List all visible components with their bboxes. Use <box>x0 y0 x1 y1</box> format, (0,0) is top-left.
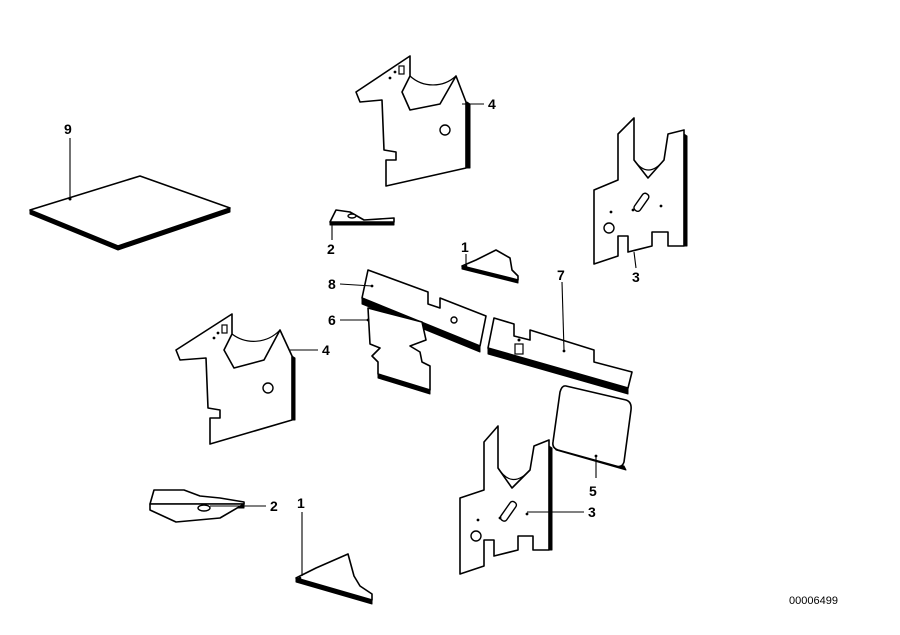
callout-3-top: 3 <box>632 269 640 285</box>
callout-8: 8 <box>328 276 336 292</box>
part-2-bottom-bracket <box>149 489 245 523</box>
part-3-top-plate <box>593 117 688 265</box>
part-4-left-panel <box>175 313 296 445</box>
callout-7: 7 <box>557 267 565 283</box>
callout-1-mid: 1 <box>461 239 469 255</box>
part-5-panel <box>552 385 632 471</box>
leader-lines <box>69 103 637 576</box>
callout-2-bottom: 2 <box>270 498 278 514</box>
callout-labels: 9 4 2 1 3 8 7 6 4 5 3 2 1 <box>64 96 640 520</box>
part-1-mid-plate <box>461 249 519 284</box>
part-9-mat <box>29 175 231 251</box>
callout-1-bottom: 1 <box>297 495 305 511</box>
part-7-strip <box>487 317 633 395</box>
part-6-plate <box>366 307 431 395</box>
callout-5: 5 <box>589 483 597 499</box>
diagram-id: 00006499 <box>789 595 838 607</box>
part-2-top-bracket <box>329 209 395 226</box>
part-4-top-panel <box>355 55 471 187</box>
callout-2-top: 2 <box>327 241 335 257</box>
part-3-bottom-plate <box>459 425 553 575</box>
callout-4-left: 4 <box>322 342 330 358</box>
callout-3-bottom: 3 <box>588 504 596 520</box>
part-1-bottom-plate <box>295 553 373 605</box>
callout-6: 6 <box>328 312 336 328</box>
callout-4-top: 4 <box>488 96 496 112</box>
callout-9: 9 <box>64 121 72 137</box>
